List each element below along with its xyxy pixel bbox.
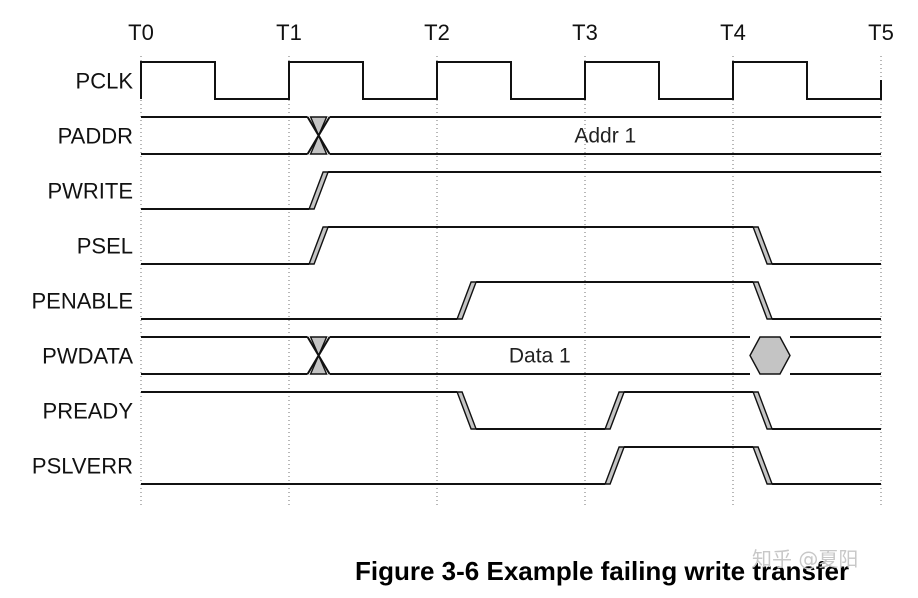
signal-label-pready: PREADY [43, 399, 134, 424]
signal-label-penable: PENABLE [32, 289, 134, 314]
signal-row-pwdata: PWDATA Data 1 [42, 336, 881, 375]
waveform-pslverr [141, 446, 881, 485]
bus-cross-paddr-0 [306, 116, 331, 155]
transition-fall-psel-1 [752, 226, 774, 265]
time-marker-t0: T0 [128, 20, 154, 45]
bus-lines-pwdata-0 [141, 336, 308, 375]
transition-rise-penable-0 [456, 281, 478, 320]
signal-label-pslverr: PSLVERR [32, 454, 133, 479]
signal-label-paddr: PADDR [58, 124, 133, 149]
transition-fall-pready-0 [456, 391, 478, 430]
bus-lines-paddr-1 [329, 116, 881, 155]
waveform-pready [141, 391, 881, 430]
signal-row-psel: PSEL [77, 226, 881, 265]
time-marker-t4: T4 [720, 20, 746, 45]
bus-lines-pwdata-1 [329, 336, 750, 375]
transition-rise-pwrite-0 [308, 171, 330, 210]
time-marker-t5: T5 [868, 20, 894, 45]
bus-lines-pwdata-2 [790, 336, 881, 375]
signal-label-pwrite: PWRITE [47, 179, 133, 204]
signal-row-paddr: PADDR Addr 1 [58, 116, 881, 155]
signal-row-pready: PREADY [43, 391, 881, 430]
signal-label-psel: PSEL [77, 234, 133, 259]
bus-value-paddr: Addr 1 [574, 125, 636, 148]
watermark: 知乎 @夏阳 [752, 547, 859, 571]
signal-label-pwdata: PWDATA [42, 344, 133, 369]
transition-rise-pready-1 [604, 391, 626, 430]
transition-rise-pslverr-0 [604, 446, 626, 485]
waveform-pwrite [141, 171, 881, 210]
signal-row-pclk: PCLK [76, 61, 882, 100]
waveform-psel [141, 226, 881, 265]
bus-transition-pwdata-1 [749, 336, 791, 375]
bus-cross-pwdata-0 [306, 336, 331, 375]
waveform-penable [141, 281, 881, 320]
signal-label-pclk: PCLK [76, 69, 134, 94]
time-marker-t1: T1 [276, 20, 302, 45]
transition-fall-penable-1 [752, 281, 774, 320]
bus-lines-paddr-0 [141, 116, 308, 155]
bus-value-pwdata: Data 1 [509, 345, 571, 368]
time-marker-t2: T2 [424, 20, 450, 45]
time-marker-t3: T3 [572, 20, 598, 45]
signal-row-pwrite: PWRITE [47, 171, 881, 210]
transition-rise-psel-0 [308, 226, 330, 265]
figure-caption: Figure 3-6 Example failing write transfe… [355, 556, 850, 586]
transition-fall-pslverr-1 [752, 446, 774, 485]
clock-waveform [140, 61, 882, 100]
signal-row-pslverr: PSLVERR [32, 446, 881, 485]
transition-fall-pready-2 [752, 391, 774, 430]
signal-row-penable: PENABLE [32, 281, 881, 320]
